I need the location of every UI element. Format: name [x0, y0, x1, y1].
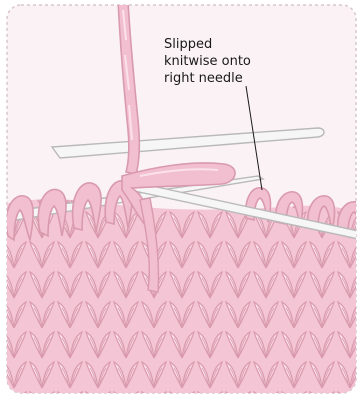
callout-line-1: Slipped — [164, 36, 324, 53]
callout-line-2: knitwise onto — [164, 53, 324, 70]
knit-fabric — [0, 199, 363, 402]
callout-line-3: right needle — [164, 70, 324, 87]
callout-label: Slipped knitwise onto right needle — [164, 36, 324, 87]
